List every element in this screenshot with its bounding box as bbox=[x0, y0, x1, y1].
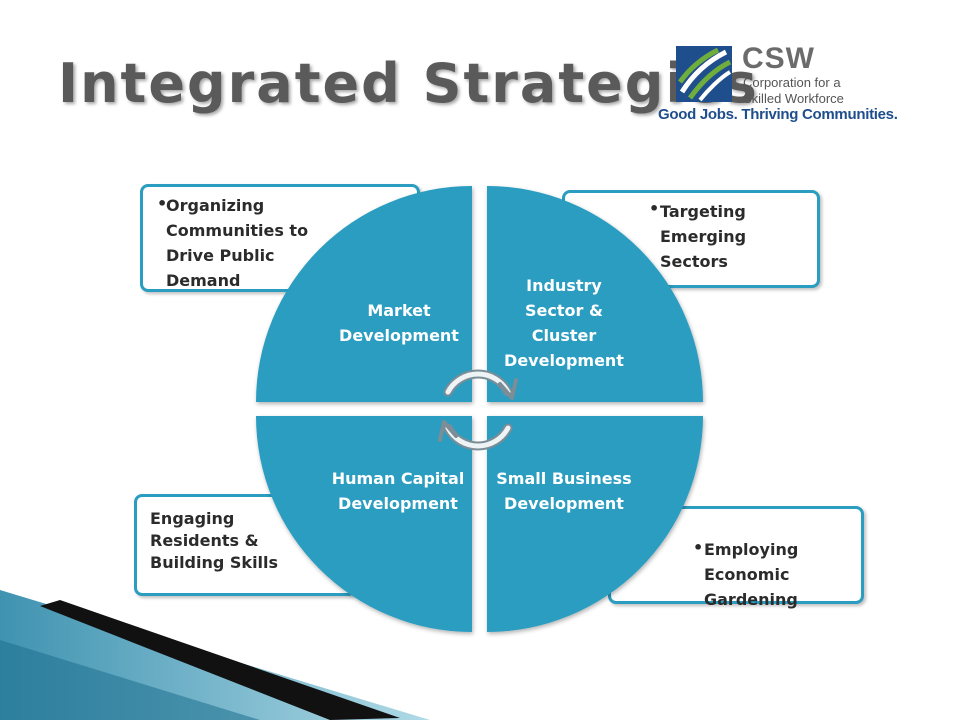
label-market-development: Market Development bbox=[339, 301, 459, 345]
bullet-bottom-right: • bbox=[693, 538, 704, 557]
logo-subtitle-line2: Skilled Workforce bbox=[743, 91, 844, 106]
quadrant-market-development bbox=[256, 186, 472, 402]
logo-name: CSW bbox=[742, 42, 815, 75]
logo-tagline: Good Jobs. Thriving Communities. bbox=[658, 106, 898, 123]
bullet-top-left: • bbox=[157, 194, 168, 213]
csw-logo: CSW Corporation for a Skilled Workforce … bbox=[658, 40, 906, 130]
logo-subtitle-line1: Corporation for a bbox=[743, 75, 841, 90]
page-title: Integrated Strategies bbox=[58, 52, 759, 115]
cycle-arrows-icon bbox=[438, 369, 518, 451]
quadrant-industry-development bbox=[487, 186, 703, 402]
quadrant-small-business-development bbox=[487, 416, 703, 632]
callout-text-bottom-left: Engaging Residents & Building Skills bbox=[150, 509, 279, 572]
callout-text-top-right: Targeting Emerging Sectors bbox=[660, 202, 747, 271]
label-industry-development: Industry Sector & Cluster Development bbox=[504, 276, 624, 370]
quadrant-human-capital-development bbox=[256, 416, 472, 632]
callout-text-top-left: Organizing Communities to Drive Public D… bbox=[166, 196, 309, 290]
label-human-capital-development: Human Capital Development bbox=[331, 469, 465, 513]
callout-text-bottom-right: Employing Economic Gardening bbox=[704, 540, 799, 609]
csw-swirl-icon bbox=[676, 46, 732, 102]
bullet-top-right: • bbox=[649, 199, 660, 218]
label-small-business-development: Small Business Development bbox=[496, 469, 632, 513]
